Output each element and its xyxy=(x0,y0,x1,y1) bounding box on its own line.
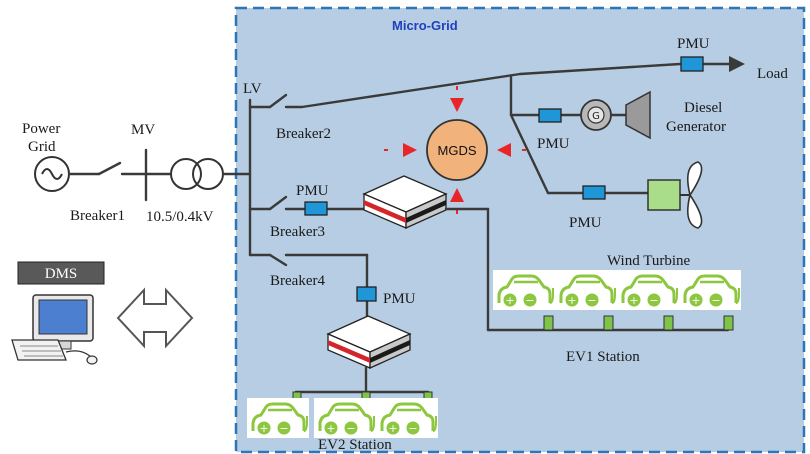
breaker3-label: Breaker3 xyxy=(270,224,325,240)
transformer-label: 10.5/0.4kV xyxy=(146,209,214,225)
diesel-engine-icon xyxy=(625,90,651,140)
pmu-load xyxy=(680,56,704,72)
wind-turbine-icon xyxy=(647,161,703,229)
pmu-diesel-label: PMU xyxy=(537,136,570,152)
ev1-station-label: EV1 Station xyxy=(566,349,640,365)
pmu-ev2-label: PMU xyxy=(383,291,416,307)
ev-car-icon xyxy=(677,268,743,312)
microgrid-area xyxy=(234,6,806,454)
mv-label: MV xyxy=(131,122,155,138)
svg-text:G: G xyxy=(592,111,600,122)
breaker1-label: Breaker1 xyxy=(70,208,125,224)
pmu-ev1-label: PMU xyxy=(296,183,329,199)
svg-text:MGDS: MGDS xyxy=(438,143,477,158)
computer-icon xyxy=(11,294,98,365)
ev-car-icon xyxy=(245,396,311,440)
mgds-node: MGDS xyxy=(426,119,488,181)
ev-car-icon xyxy=(312,396,378,440)
pmu-ev1 xyxy=(304,201,328,216)
wind-turbine-label: Wind Turbine xyxy=(607,253,691,269)
load-arrow-icon xyxy=(729,56,745,72)
ev-car-icon xyxy=(491,268,557,312)
ev-car-icon xyxy=(374,396,440,440)
ev-car-icon xyxy=(553,268,619,312)
diesel-label-1: Diesel xyxy=(684,100,722,116)
pmu-load-label: PMU xyxy=(677,36,710,52)
lv-label: LV xyxy=(243,81,262,97)
breaker2-label: Breaker2 xyxy=(276,126,331,142)
pmu-wind xyxy=(582,185,606,200)
ev2-station-label: EV2 Station xyxy=(318,437,392,453)
generator-icon: G xyxy=(580,99,612,131)
power-grid-label-2: Grid xyxy=(28,139,56,155)
mgds-arrows-icon xyxy=(384,86,526,214)
breaker4-label: Breaker4 xyxy=(270,273,325,289)
power-grid-label-1: Power xyxy=(22,121,60,137)
microgrid-title: Micro-Grid xyxy=(392,18,458,33)
double-arrow-icon xyxy=(116,287,194,349)
dms-box xyxy=(17,261,105,285)
dms-label: DMS xyxy=(45,266,78,282)
ev2-station xyxy=(245,391,440,440)
ev-car-icon xyxy=(615,268,681,312)
ac-source-icon xyxy=(34,156,70,192)
pmu-wind-label: PMU xyxy=(569,215,602,231)
pmu-ev2 xyxy=(356,286,377,302)
load-label: Load xyxy=(757,66,788,82)
transformer-icon xyxy=(170,158,224,190)
pmu-diesel xyxy=(538,108,562,123)
ev1-station xyxy=(491,268,743,331)
diesel-label-2: Generator xyxy=(666,119,726,135)
